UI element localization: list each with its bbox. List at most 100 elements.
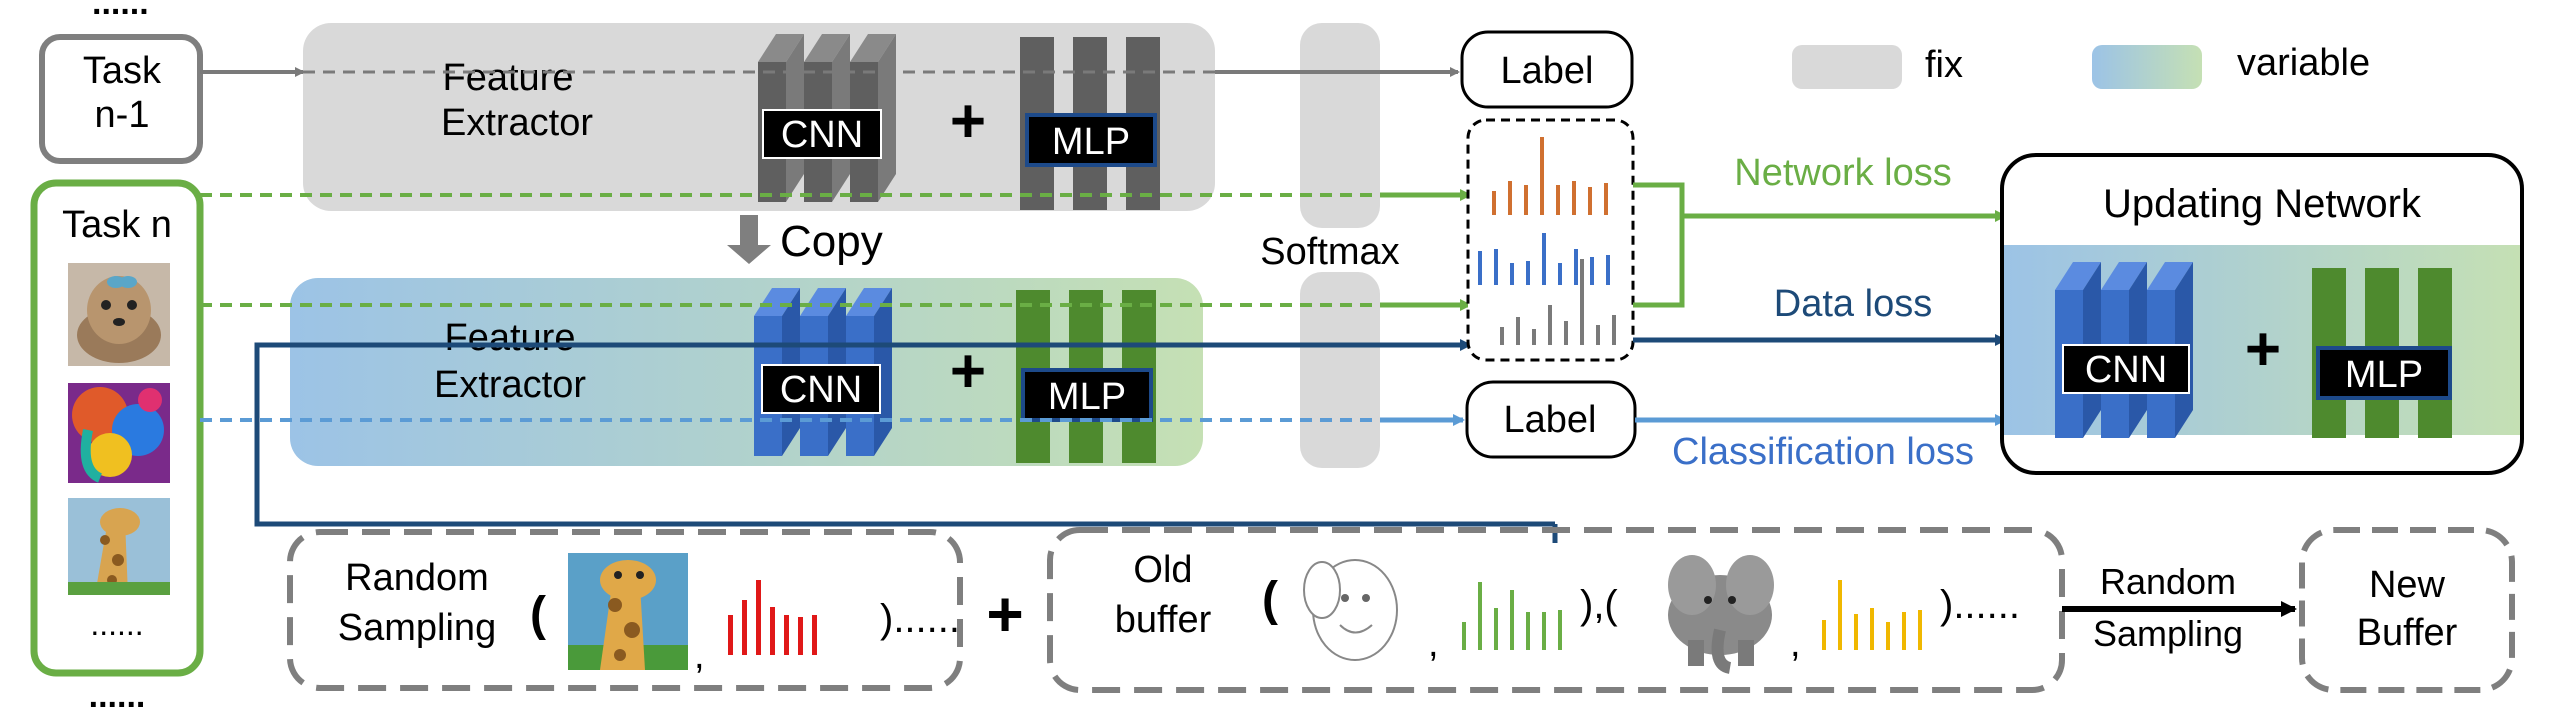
task-prev-line1: Task — [83, 50, 162, 92]
prob-new-bar — [1526, 261, 1530, 285]
new-mlp-label: MLP — [1048, 376, 1126, 418]
softmax-fixed-pill — [1300, 23, 1380, 228]
prob-old-bar — [1524, 185, 1528, 215]
prob-chart-old — [1492, 137, 1608, 215]
buffer-red-bar — [742, 600, 747, 655]
prob-new-bar — [1494, 249, 1498, 285]
random-sampling-line1: Random — [345, 557, 489, 599]
buffer-red-bar — [784, 615, 789, 655]
new-buffer-box — [2299, 527, 2515, 693]
buffer-red-bar — [812, 615, 817, 655]
new-mlp-block — [1016, 290, 1156, 463]
new-feature-line1: Feature — [445, 317, 576, 359]
prob-new-bar — [1478, 251, 1482, 285]
buffer-green-bar — [1526, 612, 1530, 650]
buffer-yellow-bar — [1854, 614, 1858, 650]
new-plus: + — [950, 337, 986, 406]
new-buffer-line2: Buffer — [2357, 612, 2458, 654]
buffer-red-bar — [756, 580, 761, 655]
prob-new-bar — [1606, 255, 1610, 285]
legend-fix-swatch — [1792, 45, 1902, 89]
prob-old-bar — [1588, 187, 1592, 215]
prob-old-bar — [1572, 181, 1576, 215]
updating-plus: + — [2245, 315, 2281, 384]
buffer-yellow-bar — [1822, 620, 1826, 650]
updating-cnn-block — [2055, 262, 2193, 438]
task-current-label: Task n — [62, 204, 172, 246]
old-buffer-comma-1: , — [1428, 623, 1439, 665]
new-cnn-block — [754, 288, 892, 456]
buffer-red-chart — [728, 580, 817, 655]
buffer-yellow-bar — [1886, 622, 1890, 650]
buffer-yellow-chart — [1822, 580, 1922, 650]
dog-image — [68, 263, 170, 366]
updating-mlp-block — [2312, 268, 2452, 438]
random-sampling-box — [287, 529, 963, 691]
data-loss-label: Data loss — [1774, 283, 1932, 325]
old-buffer-line1: Old — [1133, 549, 1192, 591]
arrow-sampling-line1: Random — [2100, 561, 2236, 602]
legend-fix-label: fix — [1925, 44, 1963, 86]
prob-new-bar — [1590, 257, 1594, 285]
buffer-red-bar — [798, 617, 803, 655]
buffer-green-chart — [1462, 582, 1562, 650]
buffer-yellow-bar — [1870, 608, 1874, 650]
old-plus: + — [950, 87, 986, 156]
prob-label-bar — [1532, 329, 1536, 345]
old-buffer-box — [1047, 527, 2065, 693]
old-buffer-mid: ),( — [1580, 583, 1618, 627]
old-cnn-block — [758, 34, 896, 202]
buffer-sketch-image — [1303, 559, 1398, 661]
legend-variable-swatch — [2092, 45, 2202, 89]
old-feature-line1: Feature — [443, 57, 574, 99]
prob-new-bar — [1542, 233, 1546, 285]
buffer-green-bar — [1558, 610, 1562, 650]
prob-new-bar — [1510, 263, 1514, 285]
buffer-yellow-bar — [1838, 580, 1842, 650]
copy-label: Copy — [780, 217, 883, 266]
random-sampling-line2: Sampling — [338, 607, 496, 649]
prob-old-bar — [1492, 191, 1496, 215]
classification-loss-label: Classification loss — [1672, 431, 1974, 473]
old-mlp-block — [1020, 37, 1160, 210]
buffer-green-bar — [1510, 590, 1514, 650]
prob-chart-label — [1500, 259, 1616, 345]
updating-cnn-label: CNN — [2085, 349, 2167, 391]
task-prev-box — [39, 34, 203, 164]
buffer-red-bar — [770, 607, 775, 655]
copy-arrow — [727, 215, 771, 264]
prob-old-bar — [1556, 185, 1560, 215]
buffer-green-bar — [1478, 582, 1482, 650]
tasks-inner-dots: ...... — [90, 606, 143, 642]
buffer-plus: + — [986, 578, 1023, 650]
prob-old-bar — [1604, 183, 1608, 215]
giraffe-image — [68, 498, 170, 595]
prob-new-bar — [1574, 249, 1578, 285]
buffer-red-bar — [728, 615, 733, 655]
new-feature-line2: Extractor — [434, 364, 586, 406]
buffer-elephant-image — [1668, 555, 1774, 674]
prob-old-bar — [1508, 181, 1512, 215]
old-buffer-paren-open: ( — [1262, 573, 1278, 626]
old-buffer-end: )...... — [1940, 583, 2020, 627]
random-paren-close: )...... — [880, 597, 960, 641]
old-buffer-comma-2: , — [1790, 623, 1801, 665]
label-bottom: Label — [1504, 399, 1597, 441]
buffer-green-bar — [1494, 608, 1498, 650]
updating-mlp-label: MLP — [2345, 354, 2423, 396]
network-loss-bracket — [1633, 182, 1685, 308]
prob-chart-new — [1478, 233, 1610, 285]
old-mlp-label: MLP — [1052, 121, 1130, 163]
prob-label-bar — [1516, 317, 1520, 345]
new-buffer-line1: New — [2369, 564, 2446, 606]
prob-label-bar — [1612, 315, 1616, 345]
buffer-green-bar — [1462, 622, 1466, 650]
new-model-box — [290, 278, 1203, 466]
prob-label-bar — [1580, 259, 1584, 345]
prob-new-bar — [1558, 263, 1562, 285]
old-cnn-label: CNN — [781, 114, 863, 156]
label-top: Label — [1501, 50, 1594, 92]
prob-label-bar — [1596, 325, 1600, 345]
old-feature-line2: Extractor — [441, 102, 593, 144]
